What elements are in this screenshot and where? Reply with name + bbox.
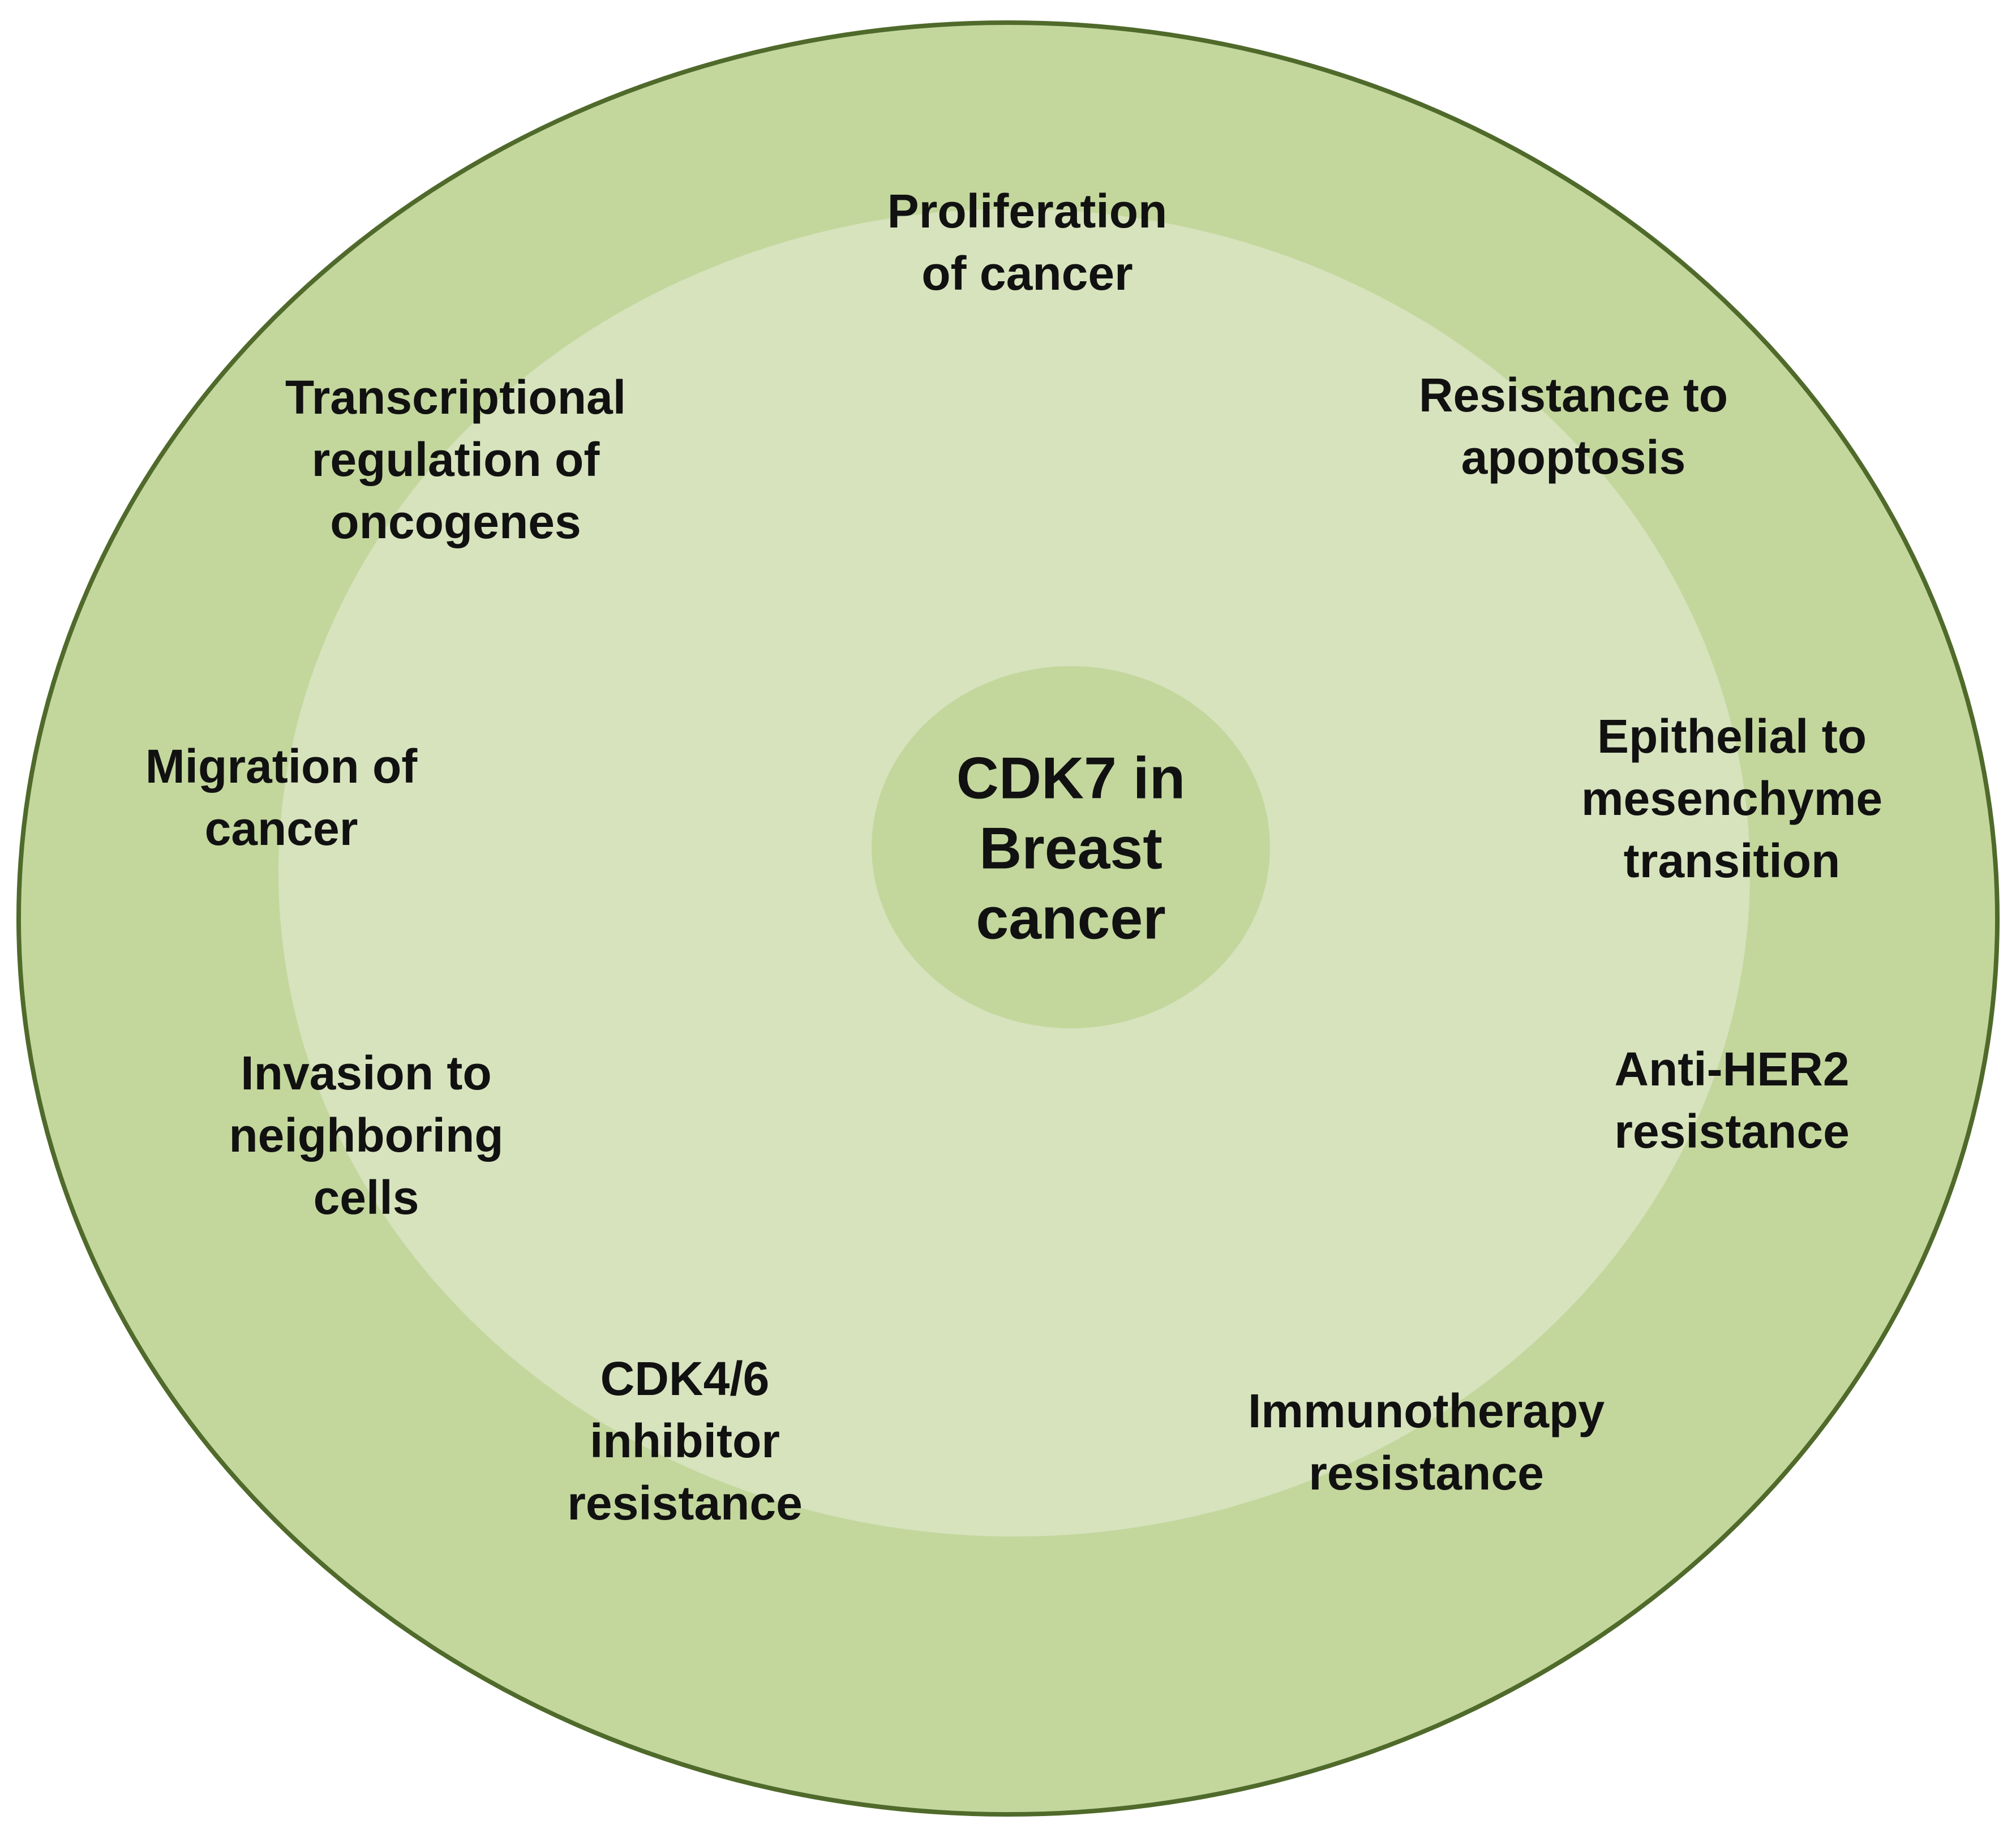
center-label-line-1: CDK7 in bbox=[956, 745, 1185, 811]
label-immunotherapy-line-1: Immunotherapy bbox=[1248, 1384, 1605, 1437]
center-label-line-3: cancer bbox=[976, 886, 1165, 951]
label-immunotherapy-line-2: resistance bbox=[1309, 1447, 1544, 1500]
label-emt: Epithelial to mesenchyme transition bbox=[1581, 710, 1882, 887]
label-apoptosis: Resistance to apoptosis bbox=[1419, 368, 1728, 484]
label-proliferation-line-2: of cancer bbox=[921, 247, 1133, 300]
label-migration: Migration of cancer bbox=[145, 740, 418, 855]
label-invasion-line-1: Invasion to bbox=[241, 1046, 491, 1100]
label-immunotherapy: Immunotherapy resistance bbox=[1248, 1384, 1605, 1500]
label-transcriptional: Transcriptional regulation of oncogenes bbox=[285, 371, 626, 548]
label-invasion-line-2: neighboring bbox=[229, 1109, 503, 1162]
label-invasion-line-3: cells bbox=[314, 1171, 419, 1224]
label-transcriptional-line-3: oncogenes bbox=[330, 495, 581, 548]
label-proliferation-line-1: Proliferation bbox=[887, 184, 1168, 238]
label-apoptosis-line-1: Resistance to bbox=[1419, 368, 1728, 422]
label-cdk46-line-3: resistance bbox=[567, 1477, 803, 1530]
label-anti-her2-line-2: resistance bbox=[1614, 1105, 1850, 1158]
label-transcriptional-line-2: regulation of bbox=[312, 433, 600, 486]
label-migration-line-2: cancer bbox=[205, 802, 358, 855]
label-cdk46-line-1: CDK4/6 bbox=[600, 1352, 770, 1405]
label-apoptosis-line-2: apoptosis bbox=[1461, 431, 1686, 484]
label-invasion: Invasion to neighboring cells bbox=[229, 1046, 503, 1224]
label-anti-her2-line-1: Anti-HER2 bbox=[1614, 1042, 1849, 1096]
label-proliferation: Proliferation of cancer bbox=[887, 184, 1168, 300]
label-emt-line-1: Epithelial to bbox=[1597, 710, 1867, 763]
center-label-line-2: Breast bbox=[979, 816, 1163, 881]
label-transcriptional-line-1: Transcriptional bbox=[285, 371, 626, 424]
label-migration-line-1: Migration of bbox=[145, 740, 418, 793]
label-anti-her2: Anti-HER2 resistance bbox=[1614, 1042, 1850, 1158]
center-circle bbox=[872, 666, 1270, 1028]
label-cdk46: CDK4/6 inhibitor resistance bbox=[567, 1352, 803, 1530]
label-emt-line-3: transition bbox=[1624, 834, 1841, 887]
label-cdk46-line-2: inhibitor bbox=[590, 1414, 780, 1467]
label-emt-line-2: mesenchyme bbox=[1581, 772, 1882, 825]
